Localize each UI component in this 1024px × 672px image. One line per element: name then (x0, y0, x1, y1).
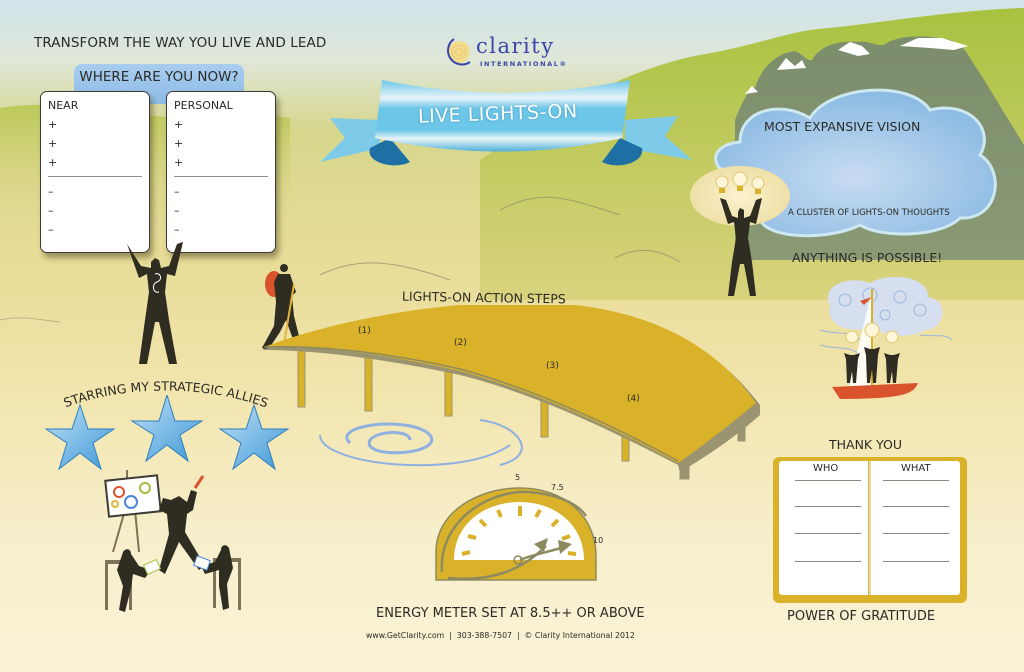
action-step-2[interactable]: (2) (454, 338, 467, 348)
star-icon (218, 403, 290, 471)
book-line (795, 506, 861, 507)
action-step-3[interactable]: (3) (546, 361, 559, 371)
personal-plus-2[interactable]: + (174, 137, 184, 150)
book-line (795, 533, 861, 534)
personal-minus-2[interactable]: – (174, 204, 180, 217)
book-line (883, 506, 949, 507)
clarity-logo[interactable]: clarity INTERNATIONAL® (442, 34, 572, 76)
near-divider (48, 176, 142, 177)
personal-divider (174, 176, 268, 177)
spiral-sun-icon (447, 38, 471, 66)
book-line (883, 533, 949, 534)
action-step-4[interactable]: (4) (627, 394, 640, 404)
book-right-page[interactable] (871, 461, 960, 595)
person-arms-raised-icon (127, 242, 183, 364)
book-line (883, 480, 949, 481)
thank-you-heading: THANK YOU (829, 437, 903, 452)
footer-contact[interactable]: www.GetClarity.com | 303-388-7507 | © Cl… (366, 631, 635, 640)
gratitude-caption: POWER OF GRATITUDE (787, 609, 936, 624)
personal-card-label: PERSONAL (174, 99, 233, 112)
book-line (883, 561, 949, 562)
book-line (795, 480, 861, 481)
where-are-you-now-title: WHERE ARE YOU NOW? (79, 69, 239, 85)
action-step-1[interactable]: (1) (358, 326, 371, 336)
near-minus-2[interactable]: – (48, 204, 54, 217)
anything-possible-text: ANYTHING IS POSSIBLE! (792, 250, 943, 265)
team-planning-illustration (104, 470, 241, 612)
star-icon (44, 403, 116, 471)
gratitude-book[interactable]: WHO WHAT (773, 457, 967, 603)
personal-plus-3[interactable]: + (174, 156, 184, 169)
energy-meter-gauge (435, 487, 597, 581)
star-icon (130, 395, 204, 463)
bridge-illustration (262, 305, 760, 480)
person-holding-lightbulbs-icon (720, 198, 762, 296)
book-line (795, 561, 861, 562)
logo-subtitle: INTERNATIONAL® (480, 60, 568, 68)
tagline: TRANSFORM THE WAY YOU LIVE AND LEAD (34, 35, 327, 51)
near-plus-1[interactable]: + (48, 118, 58, 131)
personal-card[interactable]: PERSONAL + + + – – – (166, 91, 276, 253)
meter-tick-7-5: 7.5 (551, 483, 564, 492)
energy-meter-caption: ENERGY METER SET AT 8.5++ OR ABOVE (376, 606, 645, 621)
meter-tick-10: 10 (593, 536, 604, 545)
lightbulb-cluster-icon (715, 171, 765, 194)
near-card-label: NEAR (48, 99, 79, 112)
book-column-who: WHO (813, 463, 839, 474)
book-spine (869, 461, 871, 595)
book-column-what: WHAT (901, 463, 931, 474)
ribbon-banner-shape (320, 80, 692, 166)
meter-tick-5: 5 (515, 473, 521, 482)
strategic-allies-stars (44, 395, 290, 471)
personal-minus-3[interactable]: – (174, 223, 180, 236)
action-steps-title: LIGHTS-ON ACTION STEPS (401, 288, 566, 307)
vision-title: MOST EXPANSIVE VISION (764, 119, 921, 134)
personal-minus-1[interactable]: – (174, 185, 180, 198)
sailboat-team-illustration (819, 276, 953, 399)
vision-subtitle: A CLUSTER OF LIGHTS-ON THOUGHTS (788, 208, 950, 218)
personal-plus-1[interactable]: + (174, 118, 184, 131)
book-left-page[interactable] (779, 461, 868, 595)
near-plus-3[interactable]: + (48, 156, 58, 169)
near-card[interactable]: NEAR + + + – – – (40, 91, 150, 253)
near-minus-3[interactable]: – (48, 223, 54, 236)
logo-wordmark: clarity (476, 34, 555, 58)
hiker-icon (262, 264, 300, 350)
where-are-you-now-header: WHERE ARE YOU NOW? (74, 64, 244, 104)
near-plus-2[interactable]: + (48, 137, 58, 150)
near-minus-1[interactable]: – (48, 185, 54, 198)
